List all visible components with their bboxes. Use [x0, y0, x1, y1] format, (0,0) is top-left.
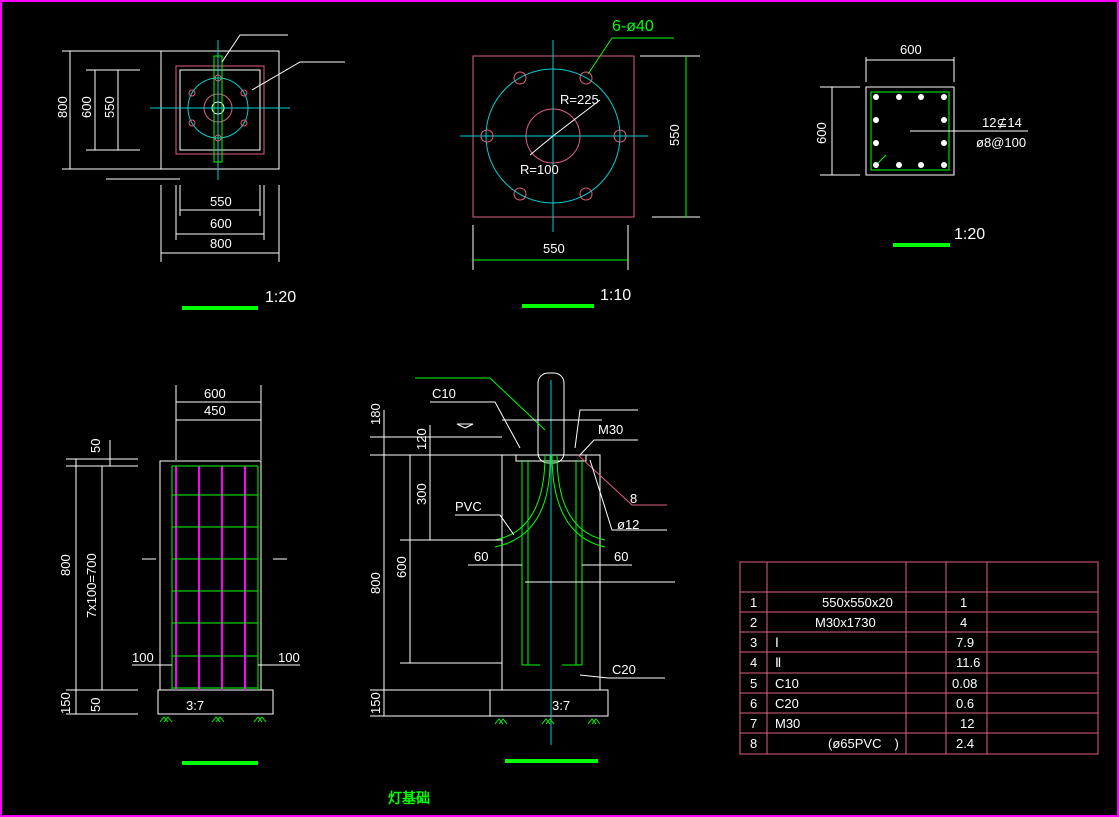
plate-dim-bottom: 550: [543, 241, 565, 256]
table-row-3-qty: 7.9: [956, 635, 974, 650]
table-row-7-no: 7: [750, 716, 757, 731]
rebar-dim-600: 600: [204, 386, 226, 401]
table-row-6-qty: 0.6: [956, 696, 974, 711]
plan-dim-left-600: 600: [79, 96, 94, 118]
table-row-5-qty: 0.08: [952, 676, 977, 691]
section-elevation-view: C10 M30 PVC 8 ø12 60 60 C20 3:7 180 120 …: [368, 372, 675, 763]
table-row-8-spec: (ø65PVC ): [828, 736, 899, 751]
col-dim-top: 600: [900, 42, 922, 57]
sec-label-c20: C20: [612, 662, 636, 677]
sec-dim-180: 180: [368, 403, 383, 425]
column-section-view: 600 600 12⊈14 ø8@100 1:20: [814, 42, 1028, 247]
drawing-title: 灯基础: [388, 790, 430, 806]
sec-dim-150: 150: [368, 692, 383, 714]
rebar-dim-800: 800: [58, 554, 73, 576]
sec-dim-300: 300: [414, 483, 429, 505]
sec-dim-800: 800: [368, 572, 383, 594]
sec-label-pvc: PVC: [455, 499, 482, 514]
table-row-1-spec: 550x550x20: [822, 595, 893, 610]
sec-label-60-right: 60: [614, 549, 628, 564]
rebar-dim-150: 150: [58, 692, 73, 714]
col-dim-left: 600: [814, 122, 829, 144]
plan-dim-bottom-550: 550: [210, 194, 232, 209]
rebar-dim-50-bottom: 50: [88, 698, 103, 712]
table-row-4-qty: 11.6: [956, 655, 980, 670]
plan-scale: 1:20: [265, 289, 296, 306]
table-row-3-no: 3: [750, 635, 757, 650]
table-row-1-qty: 1: [960, 595, 967, 610]
col-rebar-main: 12⊈14: [982, 115, 1022, 130]
plan-dim-left-550: 550: [102, 96, 117, 118]
rebar-base-label: 3:7: [186, 698, 204, 713]
table-row-8-qty: 2.4: [956, 736, 974, 751]
table-row-7-qty: 12: [960, 716, 974, 731]
table-row-4-spec: Ⅱ: [775, 655, 781, 670]
table-row-6-no: 6: [750, 696, 757, 711]
col-scale: 1:20: [954, 226, 985, 243]
table-row-2-no: 2: [750, 615, 757, 630]
sec-label-c10: C10: [432, 386, 456, 401]
plate-radius-outer: R=225: [560, 92, 599, 107]
base-plate-view: 6-ø40 R=225 R=100 550 550 1:10: [460, 18, 700, 308]
plan-dim-left-800: 800: [55, 96, 70, 118]
plan-dim-bottom-600: 600: [210, 216, 232, 231]
table-row-4-no: 4: [750, 655, 757, 670]
sec-dim-600: 600: [394, 556, 409, 578]
table-row-8-no: 8: [750, 736, 757, 751]
table-row-2-qty: 4: [960, 615, 967, 630]
plate-hole-label: 6-ø40: [612, 18, 654, 35]
table-row-6-spec: C20: [775, 696, 799, 711]
rebar-dim-450: 450: [204, 403, 226, 418]
table-row-2-spec: M30x1730: [815, 615, 876, 630]
table-row-3-spec: Ⅰ: [775, 635, 779, 650]
rebar-dim-700: 7x100=700: [84, 553, 99, 618]
col-stirrup: ø8@100: [976, 135, 1026, 150]
plate-radius-inner: R=100: [520, 162, 559, 177]
plate-scale: 1:10: [600, 287, 631, 304]
rebar-dim-50-top: 50: [88, 439, 103, 453]
table-row-5-no: 5: [750, 676, 757, 691]
sec-label-8: 8: [630, 491, 637, 506]
table-row-7-spec: M30: [775, 716, 800, 731]
sec-label-m30: M30: [598, 422, 623, 437]
plan-dim-bottom-800: 800: [210, 236, 232, 251]
table-row-1-no: 1: [750, 595, 757, 610]
rebar-side-left: 100: [132, 650, 154, 665]
sec-label-37: 3:7: [552, 698, 570, 713]
table-row-5-spec: C10: [775, 676, 799, 691]
sec-dim-120: 120: [414, 428, 429, 450]
material-table: 1 550x550x20 1 2 M30x1730 4 3 Ⅰ 7.9 4 Ⅱ …: [739, 561, 1099, 755]
rebar-elevation-view: 600 450 50 800 7x100=700 150 50 100 100 …: [58, 385, 300, 765]
plan-view: 800 600 550 550 600 800 1:20: [55, 34, 345, 310]
rebar-side-right: 100: [278, 650, 300, 665]
plate-dim-right: 550: [667, 124, 682, 146]
sec-label-60-left: 60: [474, 549, 488, 564]
sec-label-d12: ø12: [617, 517, 639, 532]
